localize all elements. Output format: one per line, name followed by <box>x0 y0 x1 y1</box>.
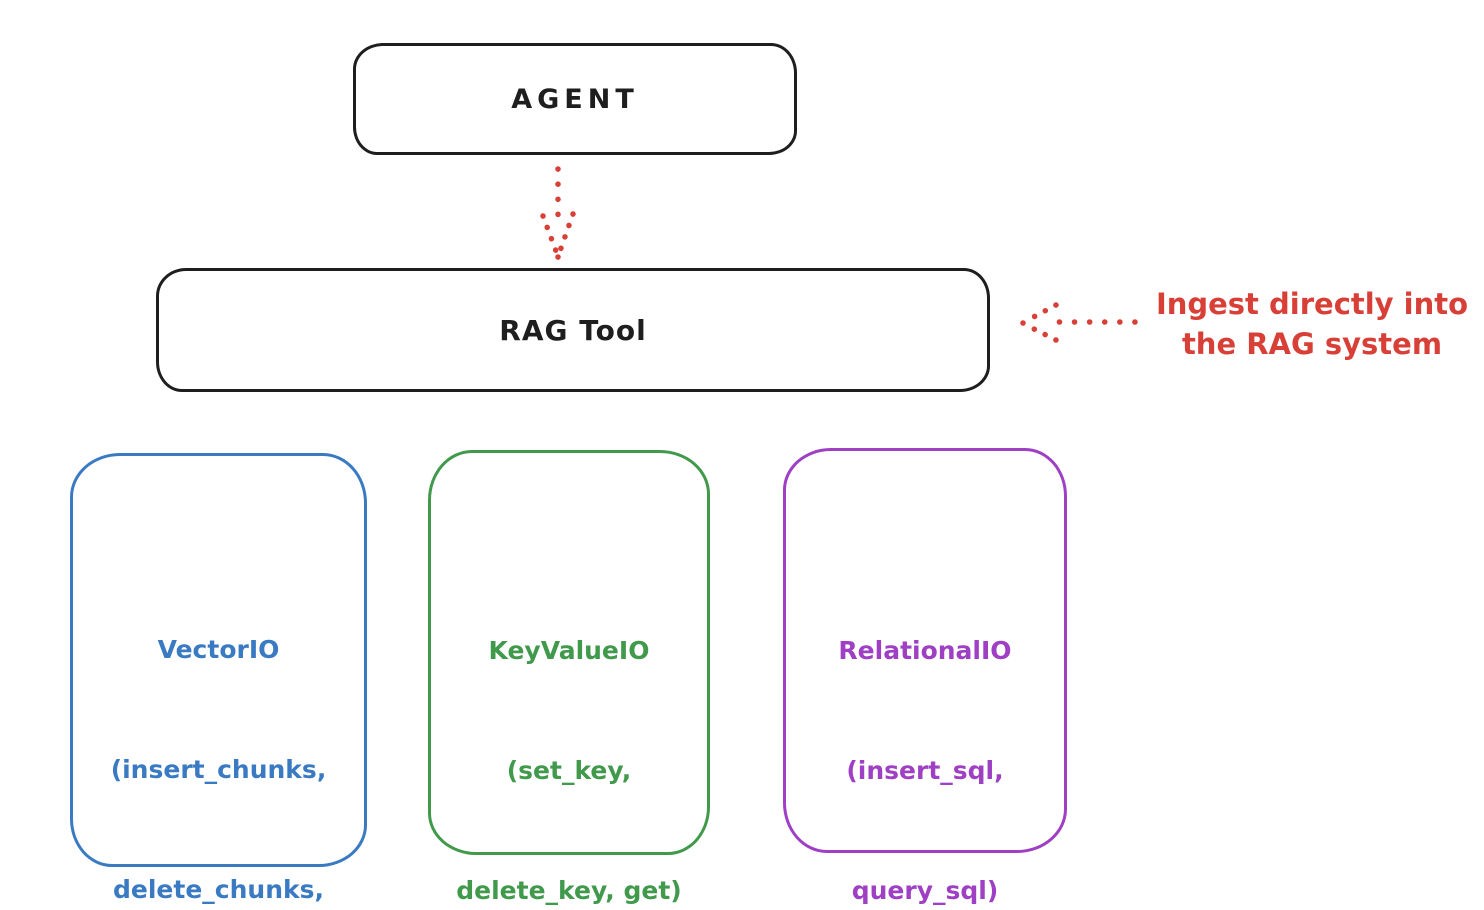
vector-io-method-line: (insert_chunks, <box>110 755 327 784</box>
keyvalue-io-methods: KeyValueIO (set_key, delete_key, get) <box>456 551 681 910</box>
relational-io-method-line: (insert_sql, <box>846 756 1004 785</box>
relational-io-title: RelationalIO <box>838 636 1012 665</box>
ingest-annotation-line2: the RAG system <box>1181 327 1443 361</box>
rag-tool-node-label: RAG Tool <box>499 313 647 347</box>
arrow-left-icon <box>1020 302 1138 343</box>
agent-node: AGENT <box>353 43 797 155</box>
relational-io-method-line: query_sql) <box>851 876 999 905</box>
agent-node-label: AGENT <box>511 83 639 115</box>
vector-io-node: VectorIO (insert_chunks, delete_chunks, … <box>70 453 367 904</box>
keyvalue-io-node: KeyValueIO (set_key, delete_key, get) Ke… <box>428 450 710 905</box>
vector-io-title: VectorIO <box>157 635 280 664</box>
keyvalue-io-method-line: (set_key, <box>506 756 632 785</box>
relational-io-node: RelationalIO (insert_sql, query_sql) SQL… <box>783 448 1067 905</box>
keyvalue-io-method-line: delete_key, get) <box>456 876 682 905</box>
keyvalue-io-title: KeyValueIO <box>488 636 650 665</box>
ingest-annotation-line1: Ingest directly into <box>1155 287 1469 321</box>
arrow-down-icon <box>540 166 576 260</box>
rag-tool-node: RAG Tool <box>156 268 990 392</box>
relational-io-methods: RelationalIO (insert_sql, query_sql) <box>838 551 1011 910</box>
vector-io-methods: VectorIO (insert_chunks, delete_chunks, … <box>111 550 327 910</box>
vector-io-method-line: delete_chunks, <box>113 875 324 904</box>
ingest-annotation: Ingest directly into the RAG system <box>1140 284 1484 364</box>
